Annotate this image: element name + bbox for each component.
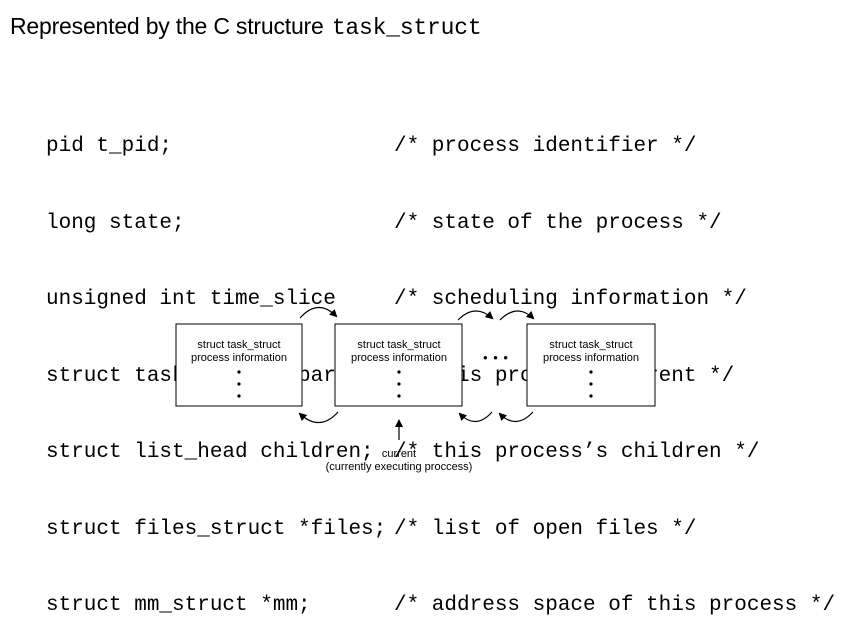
code-line: struct list_head children; /* this proces…: [46, 440, 835, 466]
task-struct-box-1-label: struct task_struct process information: [164, 339, 314, 365]
title-text: Represented by the C structure: [10, 13, 324, 39]
box-2-dots: [397, 370, 401, 398]
code-declaration: struct list_head children;: [46, 441, 374, 464]
code-comment: /* scheduling information */: [394, 288, 747, 311]
code-line: pid t_pid; /* process identifier */: [46, 134, 835, 160]
code-comment: /* this process’s children */: [394, 441, 760, 464]
next-arrow-3: [499, 310, 535, 321]
code-comment: /* process identifier */: [394, 135, 697, 158]
page-title: Represented by the C structure task_stru…: [10, 13, 482, 41]
task-struct-box-1: [175, 323, 303, 407]
code-comment: /* address space of this process */: [394, 594, 836, 617]
task-struct-box-3-label: struct task_struct process information: [516, 339, 666, 365]
code-declaration: pid t_pid;: [46, 135, 173, 158]
box-3-dots: [589, 370, 593, 398]
code-line: struct mm_struct *mm; /* address space of…: [46, 593, 835, 619]
box-label-line: struct task_struct: [197, 339, 281, 351]
box-label-line: process information: [351, 352, 447, 364]
box-label-line: struct task_struct: [549, 339, 633, 351]
box-label-line: struct task_struct: [357, 339, 441, 351]
code-line: unsigned int time_slice /* scheduling inf…: [46, 287, 835, 313]
code-declaration: struct files_struct *files;: [46, 517, 387, 541]
task-struct-box-3: [526, 323, 656, 407]
task-list-diagram: [175, 306, 656, 440]
current-label: current: [381, 448, 417, 460]
box-label-line: process information: [191, 352, 287, 364]
next-arrow-1: [299, 306, 338, 319]
code-line: struct files_struct *files; /* list of op…: [46, 517, 835, 543]
box-1-dots: [237, 370, 241, 398]
code-comment: /* state of the process */: [394, 211, 722, 235]
title-code: task_struct: [331, 15, 482, 41]
task-struct-box-2-label: struct task_struct process information: [324, 339, 474, 365]
current-sublabel: (currently executing proccess): [325, 461, 473, 473]
code-comment: /* list of open files */: [394, 517, 697, 541]
box-label-line: process information: [543, 352, 639, 364]
code-declaration: struct mm_struct *mm;: [46, 594, 311, 617]
code-declaration: long state;: [46, 211, 185, 235]
ellipsis: • • •: [483, 350, 509, 365]
next-arrow-2: [457, 310, 494, 321]
prev-arrow-1: [298, 411, 339, 424]
prev-arrow-3: [498, 411, 534, 423]
code-line: long state; /* state of the process */: [46, 211, 835, 237]
code-declaration: unsigned int time_slice: [46, 288, 336, 311]
prev-arrow-2: [458, 411, 493, 423]
task-struct-box-2: [334, 323, 463, 407]
